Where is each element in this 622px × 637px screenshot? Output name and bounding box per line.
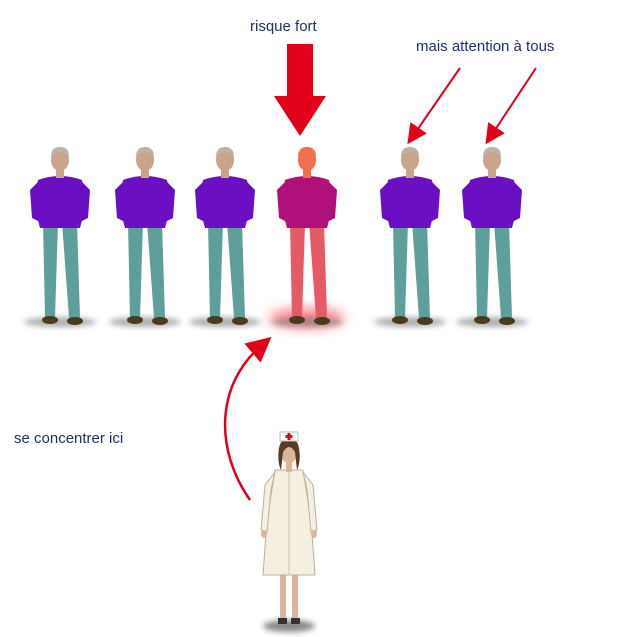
curved-arrow-icon (225, 345, 262, 500)
pointer-arrow-icon (413, 68, 460, 136)
person-figure (189, 147, 261, 327)
person-figure (24, 147, 96, 327)
person-figure (374, 147, 446, 327)
person-figure (456, 147, 528, 327)
nurse-figure (261, 432, 317, 632)
down-arrow-icon (274, 44, 326, 136)
pointer-arrow-icon (491, 68, 536, 136)
people-row (24, 147, 528, 328)
person-figure (109, 147, 181, 327)
person-figure (269, 147, 345, 328)
